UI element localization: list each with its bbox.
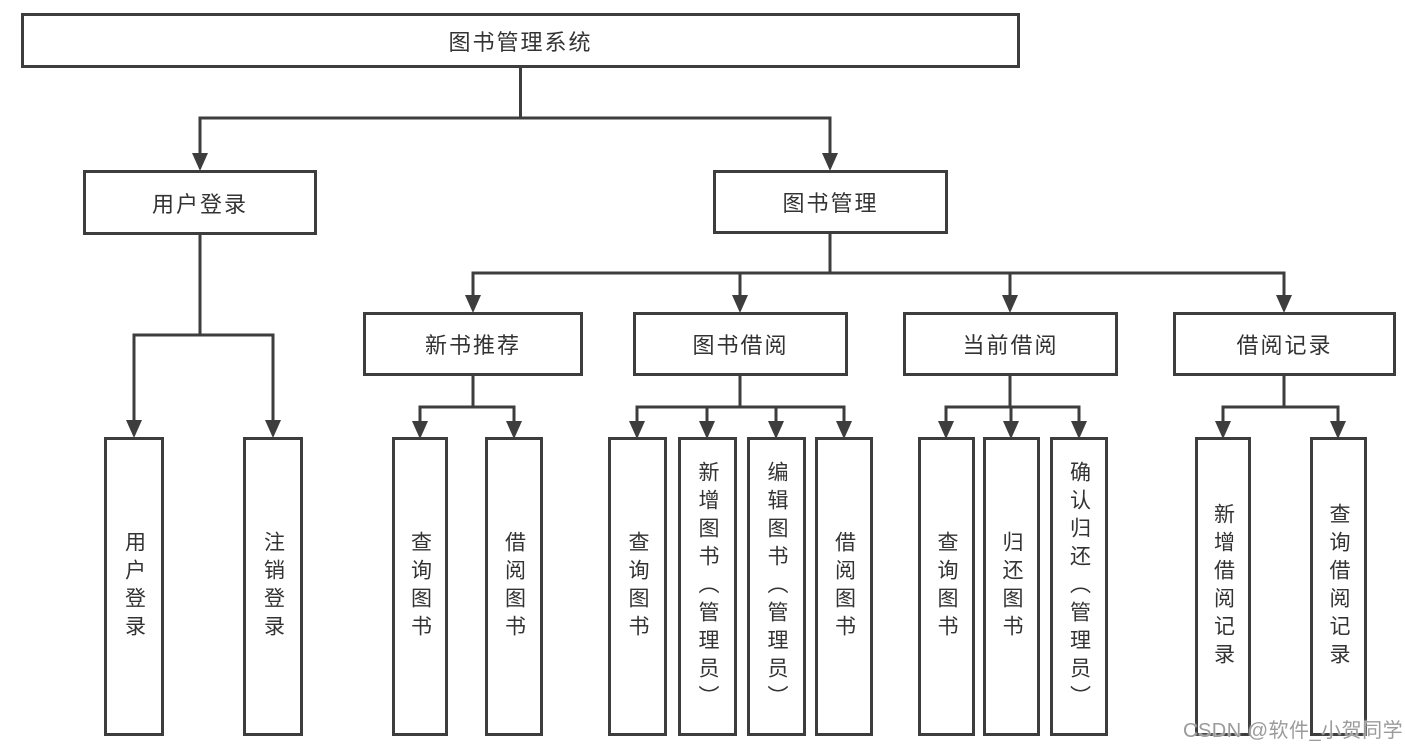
arrowhead-leaf-user-login — [126, 420, 142, 438]
node-leaf-return-book-label: 归还图书 — [1000, 530, 1023, 643]
arrowhead-add-book — [699, 421, 715, 439]
node-user-login-label: 用户登录 — [151, 191, 248, 217]
node-leaf-borrow-book-1: 借阅图书 — [485, 437, 543, 736]
arrowhead-leaf-logout — [265, 420, 281, 438]
node-leaf-edit-book-label: 编辑图书（管理员） — [765, 460, 788, 713]
arrowhead-add-borrow-record — [1215, 421, 1231, 439]
node-book-borrow-label: 图书借阅 — [692, 333, 789, 358]
node-borrow-record-label: 借阅记录 — [1236, 333, 1333, 358]
arrowhead-borrow-record — [1276, 295, 1292, 313]
node-leaf-query-book-1: 查询图书 — [392, 437, 448, 736]
arrowhead-current-borrow — [1002, 295, 1018, 313]
arrowhead-query-borrow-record — [1330, 421, 1346, 439]
node-new-book-rec-label: 新书推荐 — [424, 333, 521, 358]
arrowhead-book-mgmt — [822, 153, 838, 171]
node-leaf-query-book-1-label: 查询图书 — [408, 530, 432, 643]
node-leaf-return-book: 归还图书 — [983, 437, 1040, 736]
arrowhead-query-book-1 — [412, 421, 428, 439]
node-leaf-borrow-book-2: 借阅图书 — [815, 437, 873, 736]
arrowhead-query-book-2 — [629, 421, 645, 439]
connector-user-login-to-leaves — [126, 233, 281, 438]
node-leaf-query-book-3: 查询图书 — [918, 437, 975, 736]
connector-book-borrow-to-leaves — [629, 374, 852, 439]
connector-current-borrow-to-leaves — [938, 374, 1087, 439]
arrowhead-edit-book — [768, 421, 784, 439]
node-leaf-query-book-3-label: 查询图书 — [935, 530, 958, 643]
arrowhead-borrow-book-1 — [506, 421, 522, 439]
node-leaf-query-book-2: 查询图书 — [608, 437, 667, 736]
node-book-mgmt: 图书管理 — [713, 170, 948, 234]
node-leaf-user-login-label: 用户登录 — [122, 530, 146, 643]
node-user-login: 用户登录 — [83, 170, 317, 235]
node-book-mgmt-label: 图书管理 — [782, 191, 879, 216]
connector-new-book-rec-to-leaves — [412, 374, 522, 439]
arrowhead-user-login — [192, 153, 208, 171]
arrowhead-borrow-book-2 — [836, 421, 852, 439]
csdn-watermark: CSDN @软件_小贺同学 — [1183, 720, 1404, 742]
connector-root-to-level2 — [192, 66, 838, 171]
node-borrow-record: 借阅记录 — [1173, 312, 1396, 376]
node-leaf-borrow-book-1-label: 借阅图书 — [502, 530, 526, 643]
node-leaf-add-borrow-record: 新增借阅记录 — [1195, 437, 1251, 736]
node-leaf-query-book-2-label: 查询图书 — [626, 530, 649, 643]
arrowhead-new-book-rec — [465, 295, 481, 313]
arrowhead-query-book-3 — [938, 421, 954, 439]
node-leaf-add-borrow-record-label: 新增借阅记录 — [1211, 502, 1235, 671]
node-leaf-add-book: 新增图书（管理员） — [678, 437, 737, 736]
connector-borrow-record-to-leaves — [1215, 374, 1346, 439]
node-leaf-query-borrow-record: 查询借阅记录 — [1310, 437, 1367, 736]
node-current-borrow-label: 当前借阅 — [962, 333, 1059, 358]
node-leaf-borrow-book-2-label: 借阅图书 — [832, 530, 856, 643]
node-new-book-rec: 新书推荐 — [363, 312, 583, 376]
node-root-label: 图书管理系统 — [448, 29, 593, 55]
node-leaf-query-borrow-record-label: 查询借阅记录 — [1327, 502, 1350, 671]
node-leaf-edit-book: 编辑图书（管理员） — [747, 437, 806, 736]
arrowhead-confirm-return — [1071, 421, 1087, 439]
node-leaf-add-book-label: 新增图书（管理员） — [696, 460, 719, 713]
node-leaf-confirm-return-label: 确认归还（管理员） — [1067, 460, 1091, 713]
node-current-borrow: 当前借阅 — [903, 312, 1118, 376]
node-leaf-logout-label: 注销登录 — [261, 530, 285, 643]
connector-book-mgmt-to-level3 — [465, 232, 1292, 313]
node-book-borrow: 图书借阅 — [633, 312, 848, 376]
node-leaf-logout: 注销登录 — [243, 437, 303, 736]
node-leaf-confirm-return: 确认归还（管理员） — [1050, 437, 1108, 736]
arrowhead-return-book — [1003, 421, 1019, 439]
arrowhead-book-borrow — [732, 295, 748, 313]
node-root: 图书管理系统 — [21, 13, 1020, 68]
node-leaf-user-login: 用户登录 — [104, 437, 164, 736]
